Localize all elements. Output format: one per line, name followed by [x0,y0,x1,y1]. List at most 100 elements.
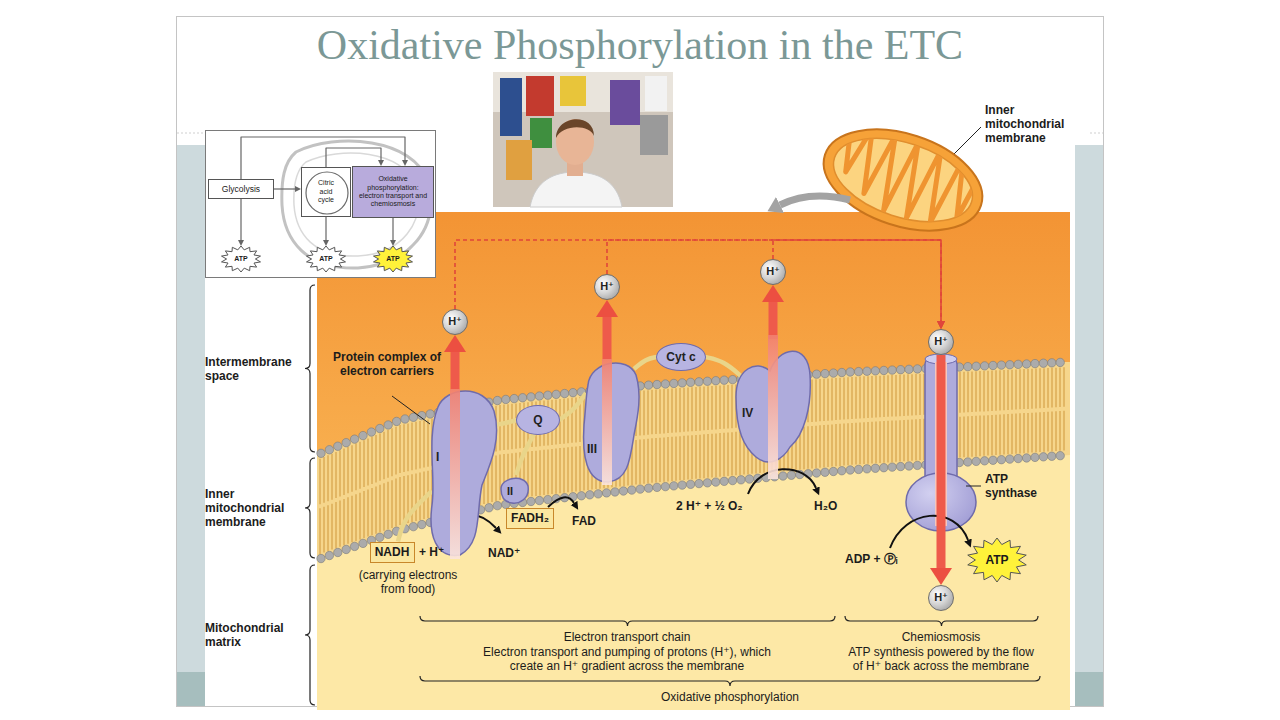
lipid-tail [543,450,544,495]
lipid-tail [651,438,652,482]
electron-path [559,393,586,420]
lipid-head [1031,359,1039,367]
rule-line [177,133,205,134]
lipid-tail [643,391,644,436]
stage-box: Oxidative phosphorylation: electron tran… [352,166,434,218]
lipid-head [838,368,846,376]
proton-return-arrow [937,355,946,568]
lipid-head [997,455,1005,463]
lipid-tail [987,415,988,455]
label-frame: Chemiosmosis [841,630,1041,644]
lipid-tail [895,420,896,461]
phase-label: Electron transport chain [477,630,777,644]
cycle-ring [306,172,348,214]
lipid-tail [643,439,644,484]
bracket [305,565,315,705]
bracket [420,616,835,626]
lipid-tail [715,433,716,477]
chemical-label: H₂O [814,499,837,513]
lipid-tail [715,386,716,430]
lipid-head [728,375,736,383]
lipid-tail [1019,369,1020,409]
lipid-tail [387,482,388,530]
lipid-tail [859,377,860,419]
proton-ion: H⁺ [442,309,468,335]
cofactor-name: FADH₂ [511,511,549,525]
atp-text: ATP [319,255,332,263]
complex-number: III [587,442,597,456]
lipid-tail [855,377,856,419]
lipid-head [686,480,694,488]
lipid-tail [807,426,808,469]
atp-text: ATP [234,255,247,263]
lipid-head [913,365,921,373]
label-frame: Intermembrane space [205,355,305,383]
electron-path [398,491,432,542]
lipid-head [367,428,375,436]
lipid-tail [815,379,816,421]
lipid-tail [563,448,564,493]
lipid-tail [375,486,376,533]
lipid-tail [367,438,368,485]
burst-outline [374,246,413,272]
lipid-head [812,370,820,378]
lipid-tail [863,376,864,418]
lipid-tail [387,430,388,478]
lipid-tail [803,427,804,470]
lipid-tail [1063,367,1064,407]
electron-carrier: Cyt c [656,343,706,371]
lipid-tail [1059,367,1060,407]
lipid-head [712,377,720,385]
proton-ion: H⁺ [594,274,620,300]
ion-symbol: H⁺ [934,591,948,604]
lipid-head [678,379,686,387]
lipid-tail [331,454,332,500]
lipid-tail [335,502,336,548]
lipid-tail [535,451,536,496]
lipid-tail [719,385,720,429]
text-block: ATP [319,255,332,263]
lipid-head [350,542,358,550]
lipid-tail [691,387,692,431]
lipid-tail [359,442,360,489]
lipid-head [670,379,678,387]
text-block: H⁺ [766,265,780,278]
text-block: ATP [985,553,1008,567]
lipid-tail [1003,370,1004,410]
flow-arrow [274,188,295,189]
chemical-label: 2 H⁺ + ½ O₂ [676,499,743,513]
lipid-tail [695,435,696,479]
lipid-tail [899,420,900,461]
electron-path [634,357,657,369]
proton-pump-arrow [603,317,612,359]
lipid-head [552,390,560,398]
lipid-tail [703,386,704,430]
lipid-head [1006,455,1014,463]
lipid-head [846,368,854,376]
region-label: Mitochondrial matrix [205,621,305,649]
lipid-tail [683,436,684,480]
lipid-tail [383,483,384,531]
lipid-tail [507,404,508,449]
lipid-tail [891,375,892,417]
atp-text: ATP [985,553,1008,567]
lipid-tail [895,375,896,416]
label-frame: ATP synthesis powered by the flow of H⁺ … [843,645,1039,673]
label-frame: NAD⁺ [488,546,520,560]
chemical-label: FAD [572,514,596,528]
lipid-tail [1023,413,1024,453]
lipid-tail [867,422,868,464]
lipid-head [703,377,711,385]
lipid-head [661,380,669,388]
lipid-tail [831,378,832,420]
proton-ion: H⁺ [928,329,954,355]
lipid-head [863,465,871,473]
burst-outline [222,246,261,272]
lipid-tail [1031,369,1032,409]
text-block: Citric acid cycle [311,179,341,204]
lipid-head [745,475,753,483]
lipid-tail [851,377,852,419]
lipid-tail [723,433,724,477]
lipid-tail [987,371,988,411]
